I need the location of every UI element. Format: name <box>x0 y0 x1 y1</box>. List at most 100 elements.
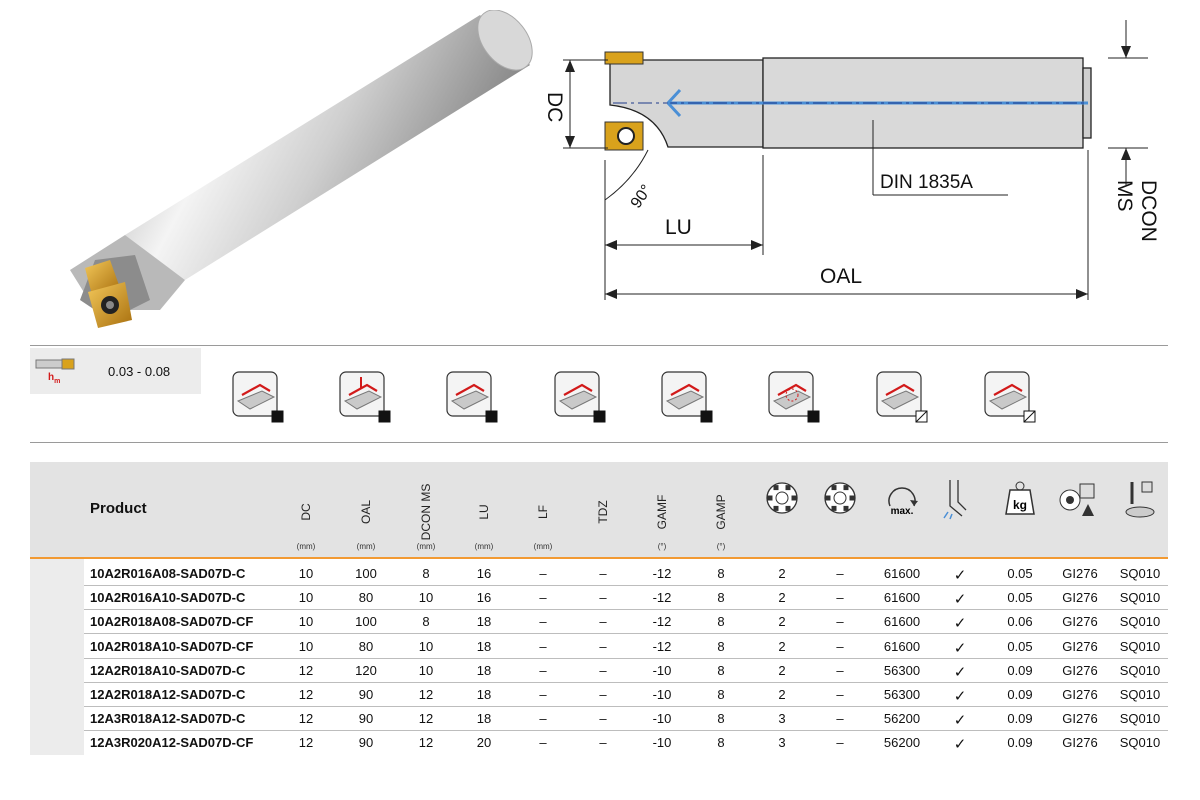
insert-gold <box>85 260 132 328</box>
coolant-value: – <box>836 590 844 606</box>
profile-milling-icon <box>984 371 1036 423</box>
dcon-value: 10 <box>418 638 434 654</box>
weight-value: 0.09 <box>1007 735 1033 751</box>
dcon-value: 12 <box>418 687 434 702</box>
row-divider <box>84 657 1168 659</box>
gamp-value: 8 <box>717 638 725 654</box>
dc-value: 12 <box>298 662 314 678</box>
weight-value: 0.05 <box>1007 638 1033 654</box>
oal-value: 90 <box>358 687 374 702</box>
coolant-check: ✓ <box>953 736 967 754</box>
lu-label: LU <box>665 216 692 239</box>
dcon-value: 10 <box>418 590 434 606</box>
tdz-value: – <box>599 711 607 727</box>
product-code: 10A2R018A08-SAD07D-CF <box>90 614 254 630</box>
spare-part-value: GI276 <box>1062 566 1098 581</box>
gamp-value: 8 <box>717 687 725 702</box>
column-header: OAL <box>359 499 373 525</box>
gamp-value: 8 <box>717 662 725 678</box>
coolant-check: ✓ <box>953 639 967 657</box>
weight-value: 0.06 <box>1007 614 1033 630</box>
plunge-milling-icon <box>339 371 391 423</box>
tool-photo <box>70 10 533 328</box>
screw-value: SQ010 <box>1119 711 1161 727</box>
spare-part-value: GI276 <box>1062 735 1098 751</box>
inserts-value: 2 <box>778 687 786 702</box>
internal-coolant-icon <box>818 476 862 520</box>
oal-value: 100 <box>355 566 377 581</box>
weight-value: 0.05 <box>1007 590 1033 606</box>
inserts-value: 3 <box>778 735 786 751</box>
column-unit: (mm) <box>474 542 494 551</box>
coolant-value: – <box>836 662 844 678</box>
gamf-value: -12 <box>652 638 672 654</box>
tdz-value: – <box>599 735 607 751</box>
lu-value: 18 <box>476 638 492 654</box>
section-divider <box>30 345 1168 346</box>
tdz-value: – <box>599 687 607 702</box>
spare-part-value: GI276 <box>1062 638 1098 654</box>
slot-milling-icon <box>446 371 498 423</box>
lf-value: – <box>539 590 547 606</box>
lu-value: 16 <box>476 566 492 581</box>
rpm-value: 56300 <box>883 662 921 678</box>
inserts-value: 2 <box>778 590 786 606</box>
rpm-value: 56200 <box>883 711 921 727</box>
row-divider <box>84 609 1168 611</box>
coolant-value: – <box>836 614 844 630</box>
contour-milling-icon <box>554 371 606 423</box>
section-divider <box>30 442 1168 443</box>
tdz-value: – <box>599 590 607 606</box>
row-divider <box>84 633 1168 635</box>
oal-value: 90 <box>358 711 374 727</box>
tdz-value: – <box>599 566 607 581</box>
screw-value: SQ010 <box>1119 662 1161 678</box>
lf-value: – <box>539 614 547 630</box>
dc-value: 10 <box>298 638 314 654</box>
coolant-check: ✓ <box>953 567 967 584</box>
shoulder-milling-icon <box>232 371 284 423</box>
lu-value: 18 <box>476 662 492 678</box>
column-unit: (°) <box>716 542 726 551</box>
weight-value: 0.09 <box>1007 687 1033 702</box>
dcon-value: 10 <box>418 662 434 678</box>
weight-value: 0.05 <box>1007 566 1033 581</box>
dc-value: 10 <box>298 614 314 630</box>
gamf-value: -10 <box>652 662 672 678</box>
lf-value: – <box>539 735 547 751</box>
inserts-value: 2 <box>778 566 786 581</box>
coolant-check: ✓ <box>953 615 967 633</box>
gamp-value: 8 <box>717 614 725 630</box>
coolant-check: ✓ <box>953 663 967 681</box>
dcon-value: 8 <box>422 566 430 581</box>
lu-value: 18 <box>476 687 492 702</box>
rpm-value: 61600 <box>883 638 921 654</box>
dcon-value: 12 <box>418 735 434 751</box>
gamf-value: -12 <box>652 614 672 630</box>
svg-text:kg: kg <box>1013 498 1027 512</box>
product-code: 12A3R018A12-SAD07D-C <box>90 711 246 727</box>
feed-value: 0.03 - 0.08 <box>108 364 171 379</box>
column-header: LF <box>536 504 550 520</box>
column-header: GAMP <box>714 494 728 530</box>
lu-value: 20 <box>476 735 492 751</box>
screw-value: SQ010 <box>1119 566 1161 581</box>
column-header: DCON MS <box>419 483 433 541</box>
rpm-value: 56200 <box>883 735 921 751</box>
dc-value: 12 <box>298 711 314 727</box>
rpm-value: 61600 <box>883 614 921 630</box>
coolant-check: ✓ <box>953 712 967 730</box>
face-milling-icon <box>876 371 928 423</box>
column-unit: (°) <box>657 542 667 551</box>
screw-value: SQ010 <box>1119 735 1161 751</box>
gamf-value: -12 <box>652 590 672 606</box>
dc-value: 12 <box>298 735 314 751</box>
